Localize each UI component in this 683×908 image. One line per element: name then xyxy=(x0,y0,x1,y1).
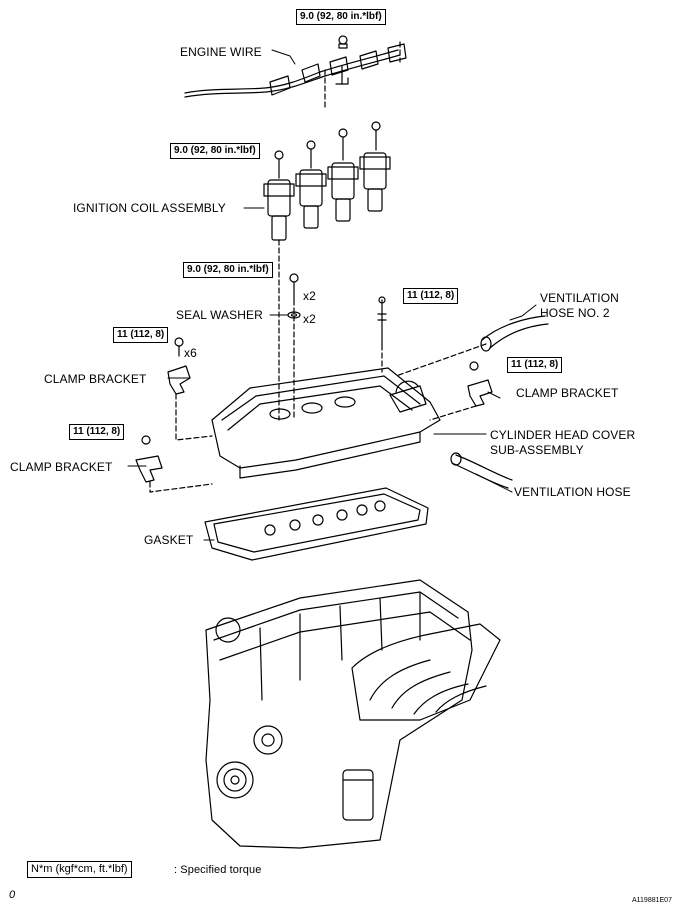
engine-wire-harness xyxy=(184,35,407,98)
label-ignition-coil-assembly: IGNITION COIL ASSEMBLY xyxy=(73,201,226,215)
label-seal-washer: SEAL WASHER xyxy=(176,308,263,322)
label-ventilation-hose-no2-line1: VENTILATION xyxy=(540,291,619,305)
qty-washer-x2: x2 xyxy=(303,312,316,326)
label-engine-wire: ENGINE WIRE xyxy=(180,45,262,59)
ignition-coil-1 xyxy=(263,150,295,241)
qty-bolt-x6: x6 xyxy=(184,346,197,360)
guide-lines-top xyxy=(324,41,401,109)
ignition-coil-2 xyxy=(295,140,327,229)
stud-bolt xyxy=(377,296,387,346)
ignition-coil-3 xyxy=(327,128,359,222)
assembly-guide-lines xyxy=(149,239,487,493)
ignition-coil-4 xyxy=(359,121,391,212)
qty-bolt-x2: x2 xyxy=(303,289,316,303)
ignition-coils xyxy=(263,121,391,241)
leader-lines xyxy=(127,49,537,541)
label-cylinder-head-cover-line1: CYLINDER HEAD COVER xyxy=(490,428,636,442)
ventilation-hose-no2 xyxy=(480,315,549,352)
torque-lower-left-bolt: 11 (112, 8) xyxy=(69,424,125,440)
ventilation-hose xyxy=(450,452,513,489)
torque-cover-bolt: 9.0 (92, 80 in.*lbf) xyxy=(183,262,273,278)
gasket xyxy=(204,487,429,561)
legend-text: : Specified torque xyxy=(174,864,262,876)
torque-engine-wire: 9.0 (92, 80 in.*lbf) xyxy=(296,9,386,25)
label-clamp-bracket-lower-left: CLAMP BRACKET xyxy=(10,460,113,474)
engine-block xyxy=(205,579,501,849)
legend-unit-box: N*m (kgf*cm, ft.*lbf) xyxy=(27,861,132,878)
label-clamp-bracket-right: CLAMP BRACKET xyxy=(516,386,619,400)
label-clamp-bracket-upper-left: CLAMP BRACKET xyxy=(44,372,147,386)
figure-id: A119881E07 xyxy=(632,897,672,904)
label-ventilation-hose: VENTILATION HOSE xyxy=(514,485,631,499)
label-cylinder-head-cover-line2: SUB-ASSEMBLY xyxy=(490,443,584,457)
footer-left-mark: 0 xyxy=(9,889,16,901)
torque-stud-bolt: 11 (112, 8) xyxy=(403,288,459,304)
torque-left-bolt: 11 (112, 8) xyxy=(113,327,169,343)
clamp-bracket-upper-left xyxy=(167,365,191,395)
label-ventilation-hose-no2-line2: HOSE NO. 2 xyxy=(540,306,610,320)
cylinder-head-cover xyxy=(211,367,441,479)
torque-right-nut: 11 (112, 8) xyxy=(507,357,563,373)
torque-ignition-coil: 9.0 (92, 80 in.*lbf) xyxy=(170,143,260,159)
label-gasket: GASKET xyxy=(144,533,194,547)
clamp-bracket-right xyxy=(467,361,493,407)
clamp-bracket-lower-left xyxy=(135,435,163,483)
left-bolt xyxy=(174,337,184,357)
